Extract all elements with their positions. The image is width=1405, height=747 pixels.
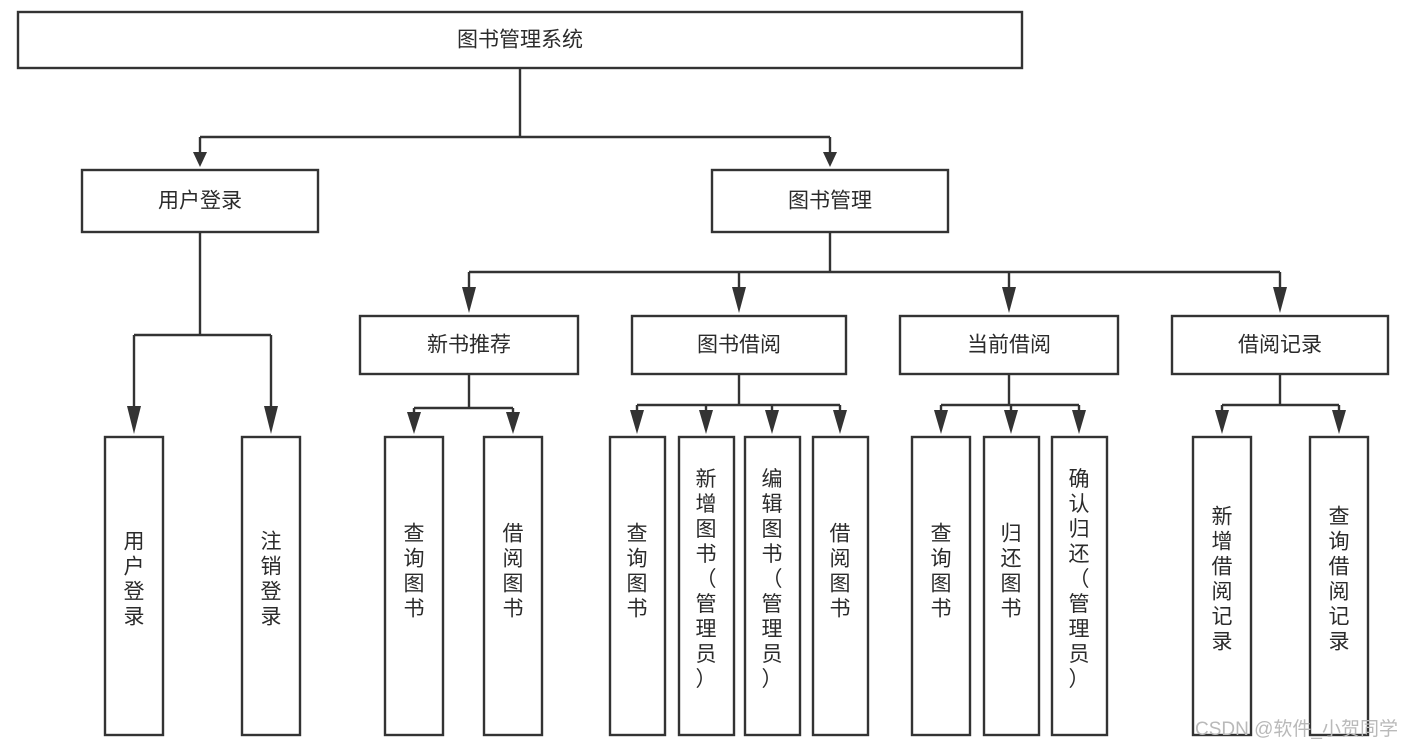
node-book-borrow[interactable]: 图书借阅 <box>630 314 848 376</box>
node-leaf-record-query-label: 查询借阅记录 <box>1329 506 1350 654</box>
node-leaf-borrow-query-book[interactable]: 查询图书 <box>608 435 667 737</box>
arrow-to-leaf-rec-query-book <box>407 412 421 434</box>
node-leaf-user-login[interactable]: 用户登录 <box>103 435 165 737</box>
node-leaf-current-return-book-label: 归还图书 <box>1001 523 1022 621</box>
arrow-to-current-borrow <box>1002 287 1016 313</box>
node-leaf-current-query-book-box[interactable] <box>910 435 972 737</box>
arrow-to-book-manage <box>823 152 837 167</box>
arrow-to-leaf-rec-borrow-book <box>506 412 520 434</box>
node-user-login-label: 用户登录 <box>158 190 242 213</box>
node-leaf-borrow-query-book-label: 查询图书 <box>627 523 648 621</box>
arrow-to-leaf-record-add <box>1215 410 1229 434</box>
node-leaf-current-query-book[interactable]: 查询图书 <box>910 435 972 737</box>
node-user-login-box[interactable] <box>80 168 320 234</box>
nodes-layer: 图书管理系统 用户登录 图书管理 新书推荐 图书借阅 当前 <box>16 10 1390 737</box>
arrow-to-leaf-user-login <box>127 406 141 434</box>
arrow-to-leaf-record-query <box>1332 410 1346 434</box>
node-leaf-borrow-add-book-box[interactable] <box>677 435 736 737</box>
node-leaf-rec-query-book-label: 查询图书 <box>404 523 425 621</box>
node-leaf-borrow-borrow-book[interactable]: 借阅图书 <box>811 435 870 737</box>
node-current-borrow-box[interactable] <box>898 314 1120 376</box>
node-leaf-current-query-book-label: 查询图书 <box>931 523 952 621</box>
arrow-to-leaf-current-query-book <box>934 410 948 434</box>
node-new-book-recommend-label: 新书推荐 <box>427 334 511 357</box>
arrow-to-book-borrow <box>732 287 746 313</box>
node-leaf-record-add[interactable]: 新增借阅记录 <box>1191 435 1253 737</box>
arrow-to-leaf-current-confirm-return <box>1072 410 1086 434</box>
arrow-to-leaf-user-logout <box>264 406 278 434</box>
node-current-borrow[interactable]: 当前借阅 <box>898 314 1120 376</box>
node-leaf-record-add-box[interactable] <box>1191 435 1253 737</box>
node-new-book-recommend[interactable]: 新书推荐 <box>358 314 580 376</box>
node-user-login[interactable]: 用户登录 <box>80 168 320 234</box>
node-borrow-record[interactable]: 借阅记录 <box>1170 314 1390 376</box>
node-leaf-borrow-borrow-book-box[interactable] <box>811 435 870 737</box>
node-borrow-record-box[interactable] <box>1170 314 1390 376</box>
node-book-borrow-box[interactable] <box>630 314 848 376</box>
node-leaf-rec-query-book-box[interactable] <box>383 435 445 737</box>
node-root-box[interactable] <box>16 10 1024 70</box>
node-leaf-borrow-add-book-label: 新增图书（管理员） <box>696 468 717 691</box>
node-leaf-record-add-label: 新增借阅记录 <box>1212 506 1233 654</box>
node-leaf-current-confirm-return-box[interactable] <box>1050 435 1109 737</box>
node-leaf-rec-borrow-book[interactable]: 借阅图书 <box>482 435 544 737</box>
node-leaf-user-login-box[interactable] <box>103 435 165 737</box>
node-leaf-borrow-edit-book-label: 编辑图书（管理员） <box>762 468 783 691</box>
node-leaf-user-logout-label: 注销登录 <box>261 531 282 629</box>
arrow-to-leaf-borrow-edit-book <box>765 410 779 434</box>
node-root-label: 图书管理系统 <box>457 29 583 52</box>
node-leaf-rec-query-book[interactable]: 查询图书 <box>383 435 445 737</box>
csdn-watermark: CSDN @软件_小贺同学 <box>1195 718 1398 740</box>
node-book-manage-box[interactable] <box>710 168 950 234</box>
node-leaf-rec-borrow-book-box[interactable] <box>482 435 544 737</box>
edges-layer <box>127 68 1346 434</box>
node-leaf-current-confirm-return[interactable]: 确认归还（管理员） <box>1050 435 1109 737</box>
node-leaf-user-logout-box[interactable] <box>240 435 302 737</box>
node-leaf-borrow-borrow-book-label: 借阅图书 <box>830 523 851 621</box>
arrow-to-leaf-borrow-query-book <box>630 410 644 434</box>
arrow-to-leaf-borrow-add-book <box>699 410 713 434</box>
node-leaf-record-query-box[interactable] <box>1308 435 1370 737</box>
arrow-to-leaf-borrow-borrow-book <box>833 410 847 434</box>
arrow-to-user-login <box>193 152 207 167</box>
node-leaf-record-query[interactable]: 查询借阅记录 <box>1308 435 1370 737</box>
node-new-book-recommend-box[interactable] <box>358 314 580 376</box>
node-leaf-borrow-edit-book[interactable]: 编辑图书（管理员） <box>743 435 802 737</box>
node-leaf-current-return-book-box[interactable] <box>982 435 1041 737</box>
node-book-manage[interactable]: 图书管理 <box>710 168 950 234</box>
node-borrow-record-label: 借阅记录 <box>1238 334 1322 357</box>
node-leaf-borrow-edit-book-box[interactable] <box>743 435 802 737</box>
arrow-to-borrow-record <box>1273 287 1287 313</box>
node-book-borrow-label: 图书借阅 <box>697 334 781 357</box>
node-leaf-borrow-query-book-box[interactable] <box>608 435 667 737</box>
node-book-manage-label: 图书管理 <box>788 190 872 213</box>
node-leaf-current-return-book[interactable]: 归还图书 <box>982 435 1041 737</box>
node-leaf-borrow-add-book[interactable]: 新增图书（管理员） <box>677 435 736 737</box>
node-leaf-user-logout[interactable]: 注销登录 <box>240 435 302 737</box>
node-leaf-user-login-label: 用户登录 <box>124 531 145 629</box>
arrow-to-new-book-recommend <box>462 287 476 313</box>
node-current-borrow-label: 当前借阅 <box>967 334 1051 357</box>
node-leaf-rec-borrow-book-label: 借阅图书 <box>503 523 524 621</box>
node-leaf-current-confirm-return-label: 确认归还（管理员） <box>1069 468 1090 691</box>
node-root[interactable]: 图书管理系统 <box>16 10 1024 70</box>
arrow-to-leaf-current-return-book <box>1004 410 1018 434</box>
